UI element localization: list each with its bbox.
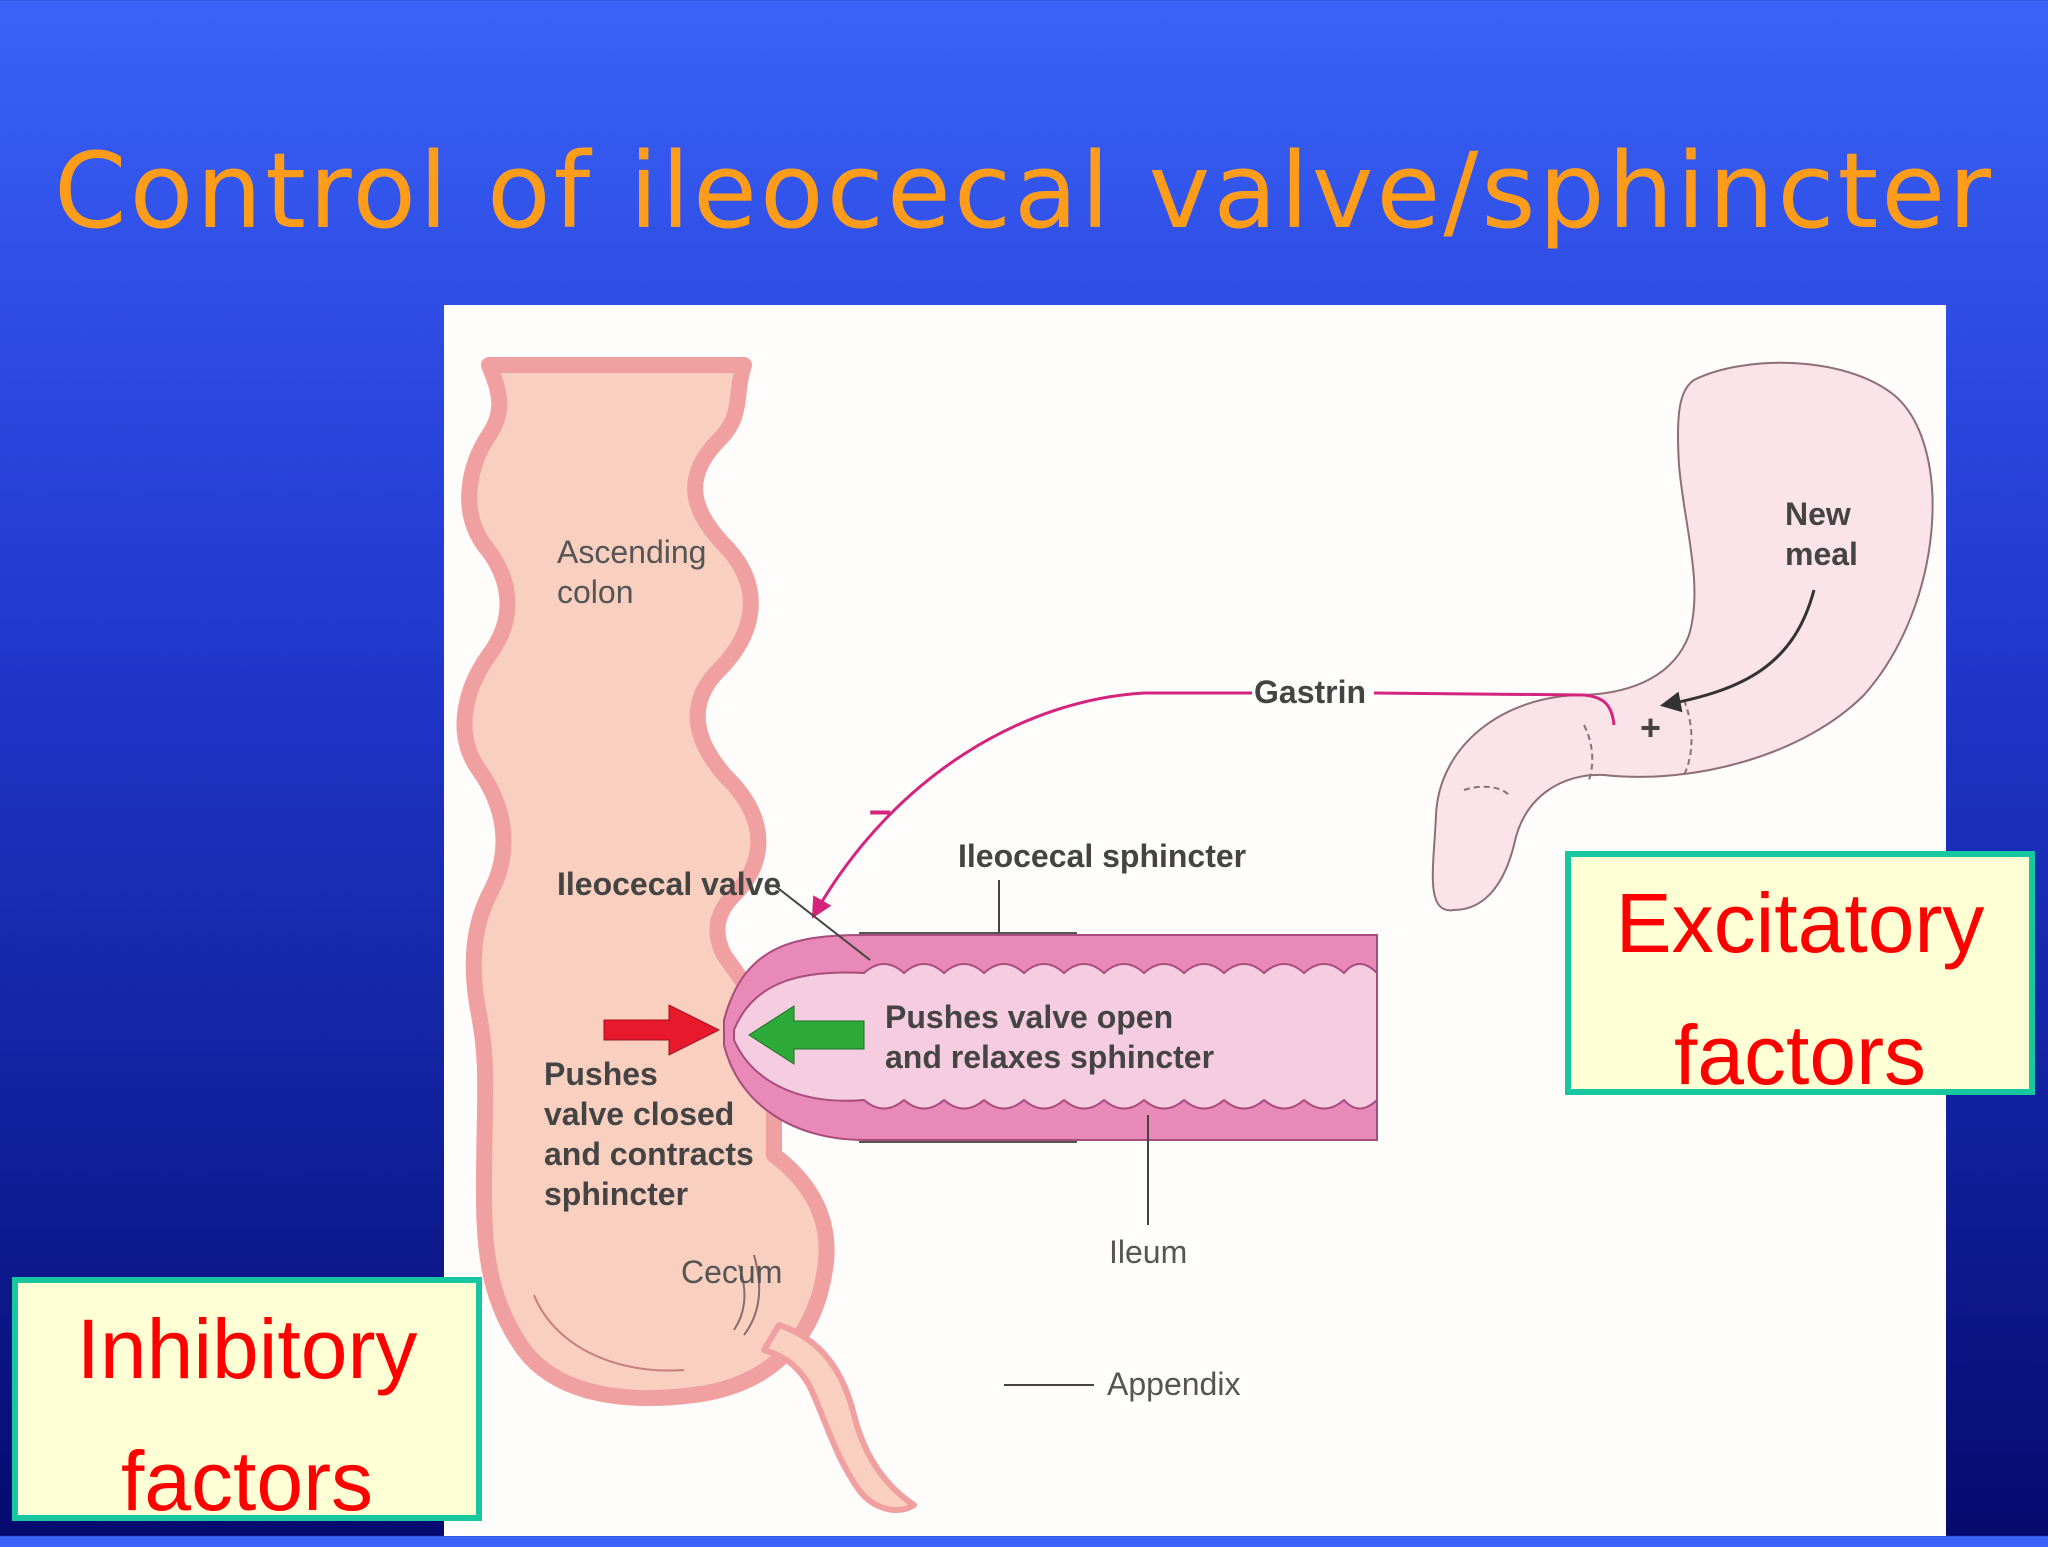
label-minus: – [869,788,891,832]
slide-title: Control of ileocecal valve/sphincter [53,130,1995,252]
label-pushes-open-1: Pushes valve open [885,999,1173,1035]
ileocecal-diagram: Ascending colon New meal Gastrin + – Ile… [456,357,1934,1513]
ileum-shape [723,932,1378,1143]
label-ileocecal-sphincter: Ileocecal sphincter [958,838,1246,874]
label-ascending-colon-2: colon [557,574,634,610]
red-arrow [603,1004,721,1056]
label-ileocecal-valve: Ileocecal valve [557,866,781,902]
inhibitory-line-1: Inhibitory [76,1302,418,1396]
label-pushes-closed-3: and contracts [544,1136,754,1172]
label-gastrin: Gastrin [1254,674,1366,710]
label-cecum: Cecum [681,1254,782,1290]
colon-shape [456,357,835,1406]
excitatory-factors-box: Excitatory factors [1565,851,2035,1102]
valve-leader [773,884,871,961]
appendix-shape [761,1322,917,1513]
label-ascending-colon-1: Ascending [557,534,706,570]
label-appendix: Appendix [1107,1366,1240,1402]
green-arrow [748,1005,865,1065]
gastrin-arrow [811,691,1252,919]
label-new-meal-1: New [1785,496,1851,532]
inhibitory-line-2: factors [120,1434,374,1528]
excitatory-line-2: factors [1673,1008,1927,1102]
label-pushes-closed-2: valve closed [544,1096,734,1132]
label-plus: + [1640,707,1661,748]
label-pushes-closed-1: Pushes [544,1056,658,1092]
gastrin-line-right [1373,691,1616,726]
label-pushes-closed-4: sphincter [544,1176,688,1212]
label-pushes-open-2: and relaxes sphincter [885,1039,1214,1075]
stomach-shape [1431,361,1934,912]
excitatory-line-1: Excitatory [1615,876,1985,970]
label-new-meal-2: meal [1785,536,1858,572]
inhibitory-factors-box: Inhibitory factors [12,1277,482,1528]
label-ileum: Ileum [1109,1234,1187,1270]
